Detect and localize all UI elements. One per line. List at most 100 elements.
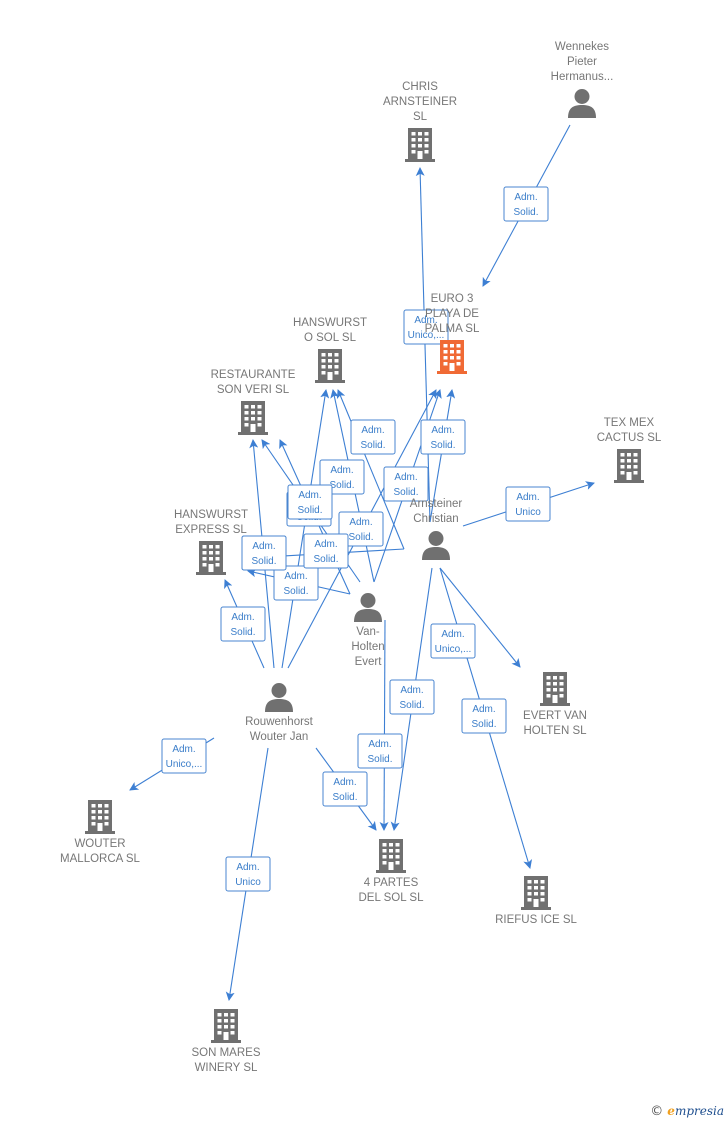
relation-label[interactable]: Adm. Unico bbox=[225, 856, 271, 892]
building-icon bbox=[376, 839, 406, 873]
relation-edge bbox=[336, 389, 405, 550]
relation-label-text: Adm. bbox=[431, 425, 454, 436]
node-label: EXPRESS SL bbox=[175, 524, 247, 536]
node-evert_sl[interactable]: EVERT VAN HOLTEN SL bbox=[523, 672, 587, 737]
node-label: Holten bbox=[351, 641, 384, 653]
relation-edge bbox=[415, 167, 431, 523]
relation-label[interactable]: Adm.Solid. bbox=[303, 533, 349, 569]
relation-label-text: Adm. bbox=[349, 517, 372, 528]
building-icon bbox=[614, 449, 644, 483]
relation-edge bbox=[281, 389, 330, 669]
node-label: HANSWURST bbox=[293, 317, 367, 329]
relation-label[interactable]: Adm. Unico bbox=[505, 486, 551, 522]
node-label: SON MARES bbox=[191, 1047, 260, 1059]
node-riefus[interactable]: RIEFUS ICE SL bbox=[495, 876, 577, 926]
node-texmex[interactable]: TEX MEX CACTUS SL bbox=[597, 417, 662, 483]
building-icon bbox=[211, 1009, 241, 1043]
relation-label-text: Adm. bbox=[394, 472, 417, 483]
relation-label[interactable]: Adm. Solid. bbox=[220, 606, 266, 642]
empresia-logo[interactable]: ©empresia bbox=[650, 1104, 724, 1119]
relation-label-text: Solid. bbox=[332, 792, 357, 803]
relation-label[interactable]: Adm.Solid. bbox=[420, 419, 466, 455]
relation-label-text: Solid. bbox=[360, 440, 385, 451]
building-icon bbox=[540, 672, 570, 706]
node-label: CHRIS bbox=[402, 81, 438, 93]
person-icon bbox=[422, 531, 450, 560]
relation-label-text: Adm. bbox=[284, 571, 307, 582]
node-label: Van- bbox=[356, 626, 380, 638]
relation-label[interactable]: Adm.Unico,... bbox=[430, 623, 476, 659]
relation-label[interactable]: Adm. Solid. bbox=[338, 511, 384, 547]
relation-label-text: Adm. bbox=[330, 465, 353, 476]
relation-label-text: Solid. bbox=[251, 556, 276, 567]
relation-label-text: Adm. bbox=[516, 492, 539, 503]
relation-label[interactable]: Adm.Solid. bbox=[273, 565, 319, 601]
node-label: HOLTEN SL bbox=[523, 725, 587, 737]
relation-label[interactable]: Adm. Solid. bbox=[350, 419, 396, 455]
node-label: Arnsteiner bbox=[410, 498, 463, 510]
relation-label-text: Adm. bbox=[231, 612, 254, 623]
node-chris[interactable]: CHRIS ARNSTEINER SL bbox=[383, 81, 457, 162]
relation-label-text: Solid. bbox=[471, 719, 496, 730]
relation-label-text: Solid. bbox=[513, 207, 538, 218]
node-label: PALMA SL bbox=[425, 323, 480, 335]
node-label: EURO 3 bbox=[431, 293, 474, 305]
relation-label[interactable]: Adm.Solid. bbox=[389, 679, 435, 715]
node-label: RESTAURANTE bbox=[211, 369, 296, 381]
relation-label-text: Unico,... bbox=[435, 644, 472, 655]
relation-label-text: Adm. bbox=[472, 704, 495, 715]
relation-label-text: Unico,... bbox=[408, 330, 445, 341]
person-icon bbox=[265, 683, 293, 712]
relation-label[interactable]: Adm.Solid. bbox=[383, 466, 429, 502]
relation-label[interactable]: Adm.Solid. bbox=[322, 771, 368, 807]
relation-label[interactable]: Adm.Solid. bbox=[241, 535, 287, 571]
relation-label-text: Solid. bbox=[399, 700, 424, 711]
relation-label[interactable]: Adm. Unico,... bbox=[161, 738, 207, 774]
relation-label-text: Adm. bbox=[298, 490, 321, 501]
relation-label[interactable]: Adm.Solid. bbox=[357, 733, 403, 769]
relation-label-text: Adm. bbox=[414, 315, 437, 326]
node-label: 4 PARTES bbox=[364, 877, 419, 889]
relation-label-text: Unico,... bbox=[166, 759, 203, 770]
relation-label-text: Adm. bbox=[514, 192, 537, 203]
nodes-layer: WennekesPieterHermanus...CHRISARNSTEINER… bbox=[60, 41, 662, 1074]
node-label: SON VERI SL bbox=[217, 384, 290, 396]
node-restaurante[interactable]: RESTAURANTE SON VERI SL bbox=[211, 369, 296, 435]
building-icon bbox=[238, 401, 268, 435]
relation-label-text: Adm. bbox=[361, 425, 384, 436]
node-label: SL bbox=[413, 111, 428, 123]
node-wennekes[interactable]: WennekesPieterHermanus... bbox=[551, 41, 614, 118]
relation-label-text: Solid. bbox=[348, 532, 373, 543]
node-label: TEX MEX bbox=[604, 417, 655, 429]
relation-label[interactable]: Adm.Solid. bbox=[287, 484, 333, 520]
relation-label[interactable]: Adm. Solid. bbox=[461, 698, 507, 734]
relation-label-text: Unico bbox=[235, 877, 261, 888]
brand-first-letter: e bbox=[667, 1104, 675, 1118]
node-label: EVERT VAN bbox=[523, 710, 587, 722]
node-label: WINERY SL bbox=[195, 1062, 258, 1074]
node-label: CACTUS SL bbox=[597, 432, 662, 444]
relation-label[interactable]: Adm. Unico,... bbox=[403, 309, 449, 345]
relation-label-text: Solid. bbox=[230, 627, 255, 638]
relation-edge bbox=[429, 389, 456, 523]
relation-label-text: Adm. bbox=[236, 862, 259, 873]
node-sonmares[interactable]: SON MARES WINERY SL bbox=[191, 1009, 261, 1074]
copyright-icon: © bbox=[650, 1104, 664, 1119]
relation-label[interactable]: Adm. Solid. bbox=[503, 186, 549, 222]
relation-label-text: Unico bbox=[515, 507, 541, 518]
relation-label-text: Solid. bbox=[329, 480, 354, 491]
building-icon bbox=[521, 876, 551, 910]
relation-label-text: Adm. bbox=[172, 744, 195, 755]
node-label: Pieter bbox=[567, 56, 597, 68]
node-label: ARNSTEINER bbox=[383, 96, 457, 108]
node-label: Hermanus... bbox=[551, 71, 614, 83]
